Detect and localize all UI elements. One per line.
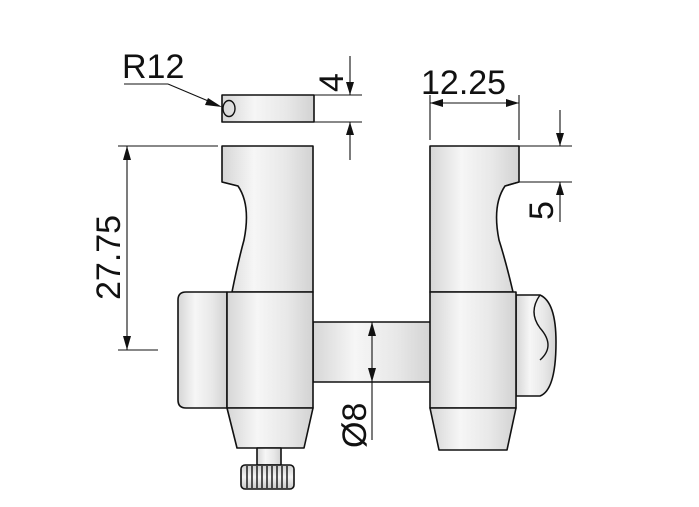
dimension-27-75: 27.75 (90, 145, 218, 351)
tip-insert (221, 94, 315, 123)
right-side-cylinder (515, 294, 557, 397)
top-height-label: 4 (313, 73, 351, 92)
left-jaw (221, 145, 314, 449)
radius-label: R12 (122, 48, 184, 86)
dimension-4: 4 (313, 56, 362, 160)
dimension-5: 5 (519, 110, 572, 222)
shaft-diameter-label: Ø8 (336, 403, 374, 448)
jaw-width-label: 12.25 (421, 64, 506, 102)
right-jaw (429, 145, 520, 451)
knurling (246, 466, 288, 488)
dimension-12-25: 12.25 (421, 64, 520, 140)
overall-height-label: 27.75 (90, 215, 128, 300)
dimension-diameter-8: Ø8 (336, 322, 376, 448)
dimension-r12: R12 (122, 48, 222, 107)
lock-knob (240, 447, 295, 490)
step-height-label: 5 (523, 201, 561, 220)
left-body-block (177, 291, 228, 409)
